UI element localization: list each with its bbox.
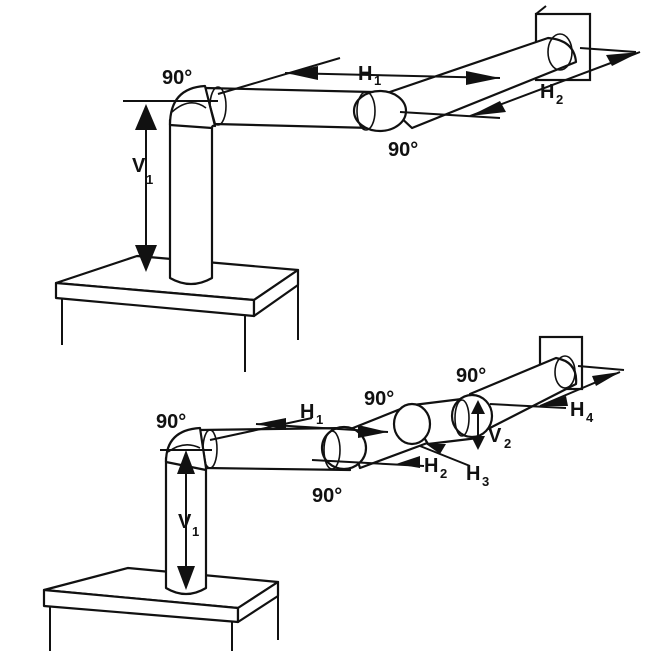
top-elbow-2-angle: 90° bbox=[388, 139, 418, 161]
top-h2-arrow-left bbox=[470, 101, 506, 116]
bottom-h3-label: H bbox=[466, 463, 480, 485]
bottom-v1-arrow-head-down bbox=[177, 566, 195, 590]
top-h1-arrow-right bbox=[466, 71, 500, 85]
bottom-elbow-3 bbox=[392, 402, 432, 446]
top-h1-dimension-line bbox=[284, 72, 501, 79]
bottom-h4-arrow-right bbox=[592, 372, 620, 386]
top-h2-pipe-body bbox=[376, 36, 578, 130]
top-elbow-2-joint bbox=[356, 91, 376, 131]
top-v1-arrow-head-down bbox=[135, 245, 157, 272]
top-h1-subscript: 1 bbox=[374, 73, 381, 88]
top-elbow-1-angle: 90° bbox=[162, 67, 192, 89]
top-h2-reference-line bbox=[399, 111, 501, 119]
bottom-v1-label: V bbox=[178, 511, 192, 533]
top-horizontal-pipe-2 bbox=[376, 33, 578, 130]
top-elbow-2-body bbox=[352, 89, 408, 133]
bottom-elbow-2 bbox=[320, 425, 368, 471]
top-vertical-pipe-body bbox=[168, 118, 214, 286]
top-elbow-1-body bbox=[168, 84, 217, 130]
bottom-appliance-table bbox=[42, 566, 280, 651]
bottom-dimension-lines bbox=[160, 365, 625, 590]
bottom-diagram: 90° 90° 90° 90° H 1 H 2 H 3 H 4 V 2 V 1 bbox=[42, 335, 625, 651]
bottom-h1-label: H bbox=[300, 401, 314, 423]
bottom-elbow-1-angle: 90° bbox=[156, 411, 186, 433]
bottom-v2-arrow-head-up bbox=[471, 400, 485, 414]
bottom-elbow-2-angle: 90° bbox=[312, 485, 342, 507]
top-h2-label: H bbox=[540, 81, 554, 103]
top-h1-arrow-left bbox=[286, 66, 318, 80]
bottom-h4-subscript: 4 bbox=[586, 410, 594, 425]
top-v1-arrow-head-up bbox=[135, 104, 157, 130]
bottom-h4-label: H bbox=[570, 399, 584, 421]
top-elbow-1 bbox=[168, 84, 217, 130]
bottom-v2-arrow-head-down bbox=[471, 436, 485, 450]
bottom-h4-arrow-left bbox=[540, 396, 568, 406]
top-wall-reference-line bbox=[579, 47, 637, 53]
bottom-h4-wall-collar bbox=[554, 355, 576, 389]
top-diagram: 90° 90° H 1 H 2 V 1 bbox=[54, 5, 641, 372]
bottom-h2-arrow bbox=[396, 456, 420, 468]
top-wall-edge bbox=[535, 5, 547, 15]
top-h1-reference-line bbox=[217, 57, 341, 95]
bottom-v1-subscript: 1 bbox=[192, 524, 199, 539]
bottom-horizontal-pipe-4 bbox=[468, 355, 578, 434]
bottom-h1-reference-line bbox=[209, 417, 313, 441]
top-elbow-1-joint bbox=[171, 102, 207, 113]
bottom-h1-arrow-left bbox=[256, 418, 286, 430]
top-h2-wall-collar bbox=[547, 33, 573, 71]
bottom-h3-dimension-line bbox=[419, 445, 471, 467]
bottom-h4-pipe-body bbox=[468, 356, 578, 434]
top-labels: 90° 90° H 1 H 2 V 1 bbox=[132, 63, 563, 187]
top-v1-label: V bbox=[132, 155, 146, 177]
bottom-labels: 90° 90° 90° 90° H 1 H 2 H 3 H 4 V 2 V 1 bbox=[156, 365, 594, 539]
bottom-elbow-4-angle: 90° bbox=[456, 365, 486, 387]
bottom-elbow-2-joint bbox=[323, 430, 341, 470]
bottom-elbow-4 bbox=[450, 393, 494, 439]
bottom-h2-label: H bbox=[424, 455, 438, 477]
bottom-v2-subscript: 2 bbox=[504, 436, 511, 451]
top-h2-arrow-right bbox=[606, 52, 640, 66]
bottom-h3-subscript: 3 bbox=[482, 474, 489, 489]
bottom-elbow-3-body bbox=[392, 402, 432, 446]
bottom-elbow-4-joint bbox=[454, 399, 470, 437]
bottom-elbow-3-angle: 90° bbox=[364, 388, 394, 410]
bottom-h1-subscript: 1 bbox=[316, 412, 323, 427]
top-v1-subscript: 1 bbox=[146, 172, 153, 187]
bottom-v2-label: V bbox=[488, 425, 502, 447]
bottom-h2-subscript: 2 bbox=[440, 466, 447, 481]
bottom-wall-reference-line bbox=[577, 365, 625, 371]
top-h1-pipe-body bbox=[203, 86, 374, 130]
top-vertical-pipe bbox=[168, 118, 214, 286]
top-horizontal-pipe-1 bbox=[203, 86, 374, 130]
bottom-elbow-4-body bbox=[450, 393, 494, 439]
bottom-v1-arrow-head-up bbox=[177, 450, 195, 474]
top-h2-subscript: 2 bbox=[556, 92, 563, 107]
bottom-h4-reference-line bbox=[489, 403, 567, 409]
bottom-h1-arrow-right bbox=[358, 425, 388, 438]
top-h1-label: H bbox=[358, 63, 372, 85]
top-dimension-lines bbox=[123, 47, 641, 272]
bottom-h3-arrow bbox=[426, 444, 446, 454]
top-elbow-2 bbox=[352, 89, 408, 133]
bottom-elbow-2-body bbox=[320, 425, 368, 471]
